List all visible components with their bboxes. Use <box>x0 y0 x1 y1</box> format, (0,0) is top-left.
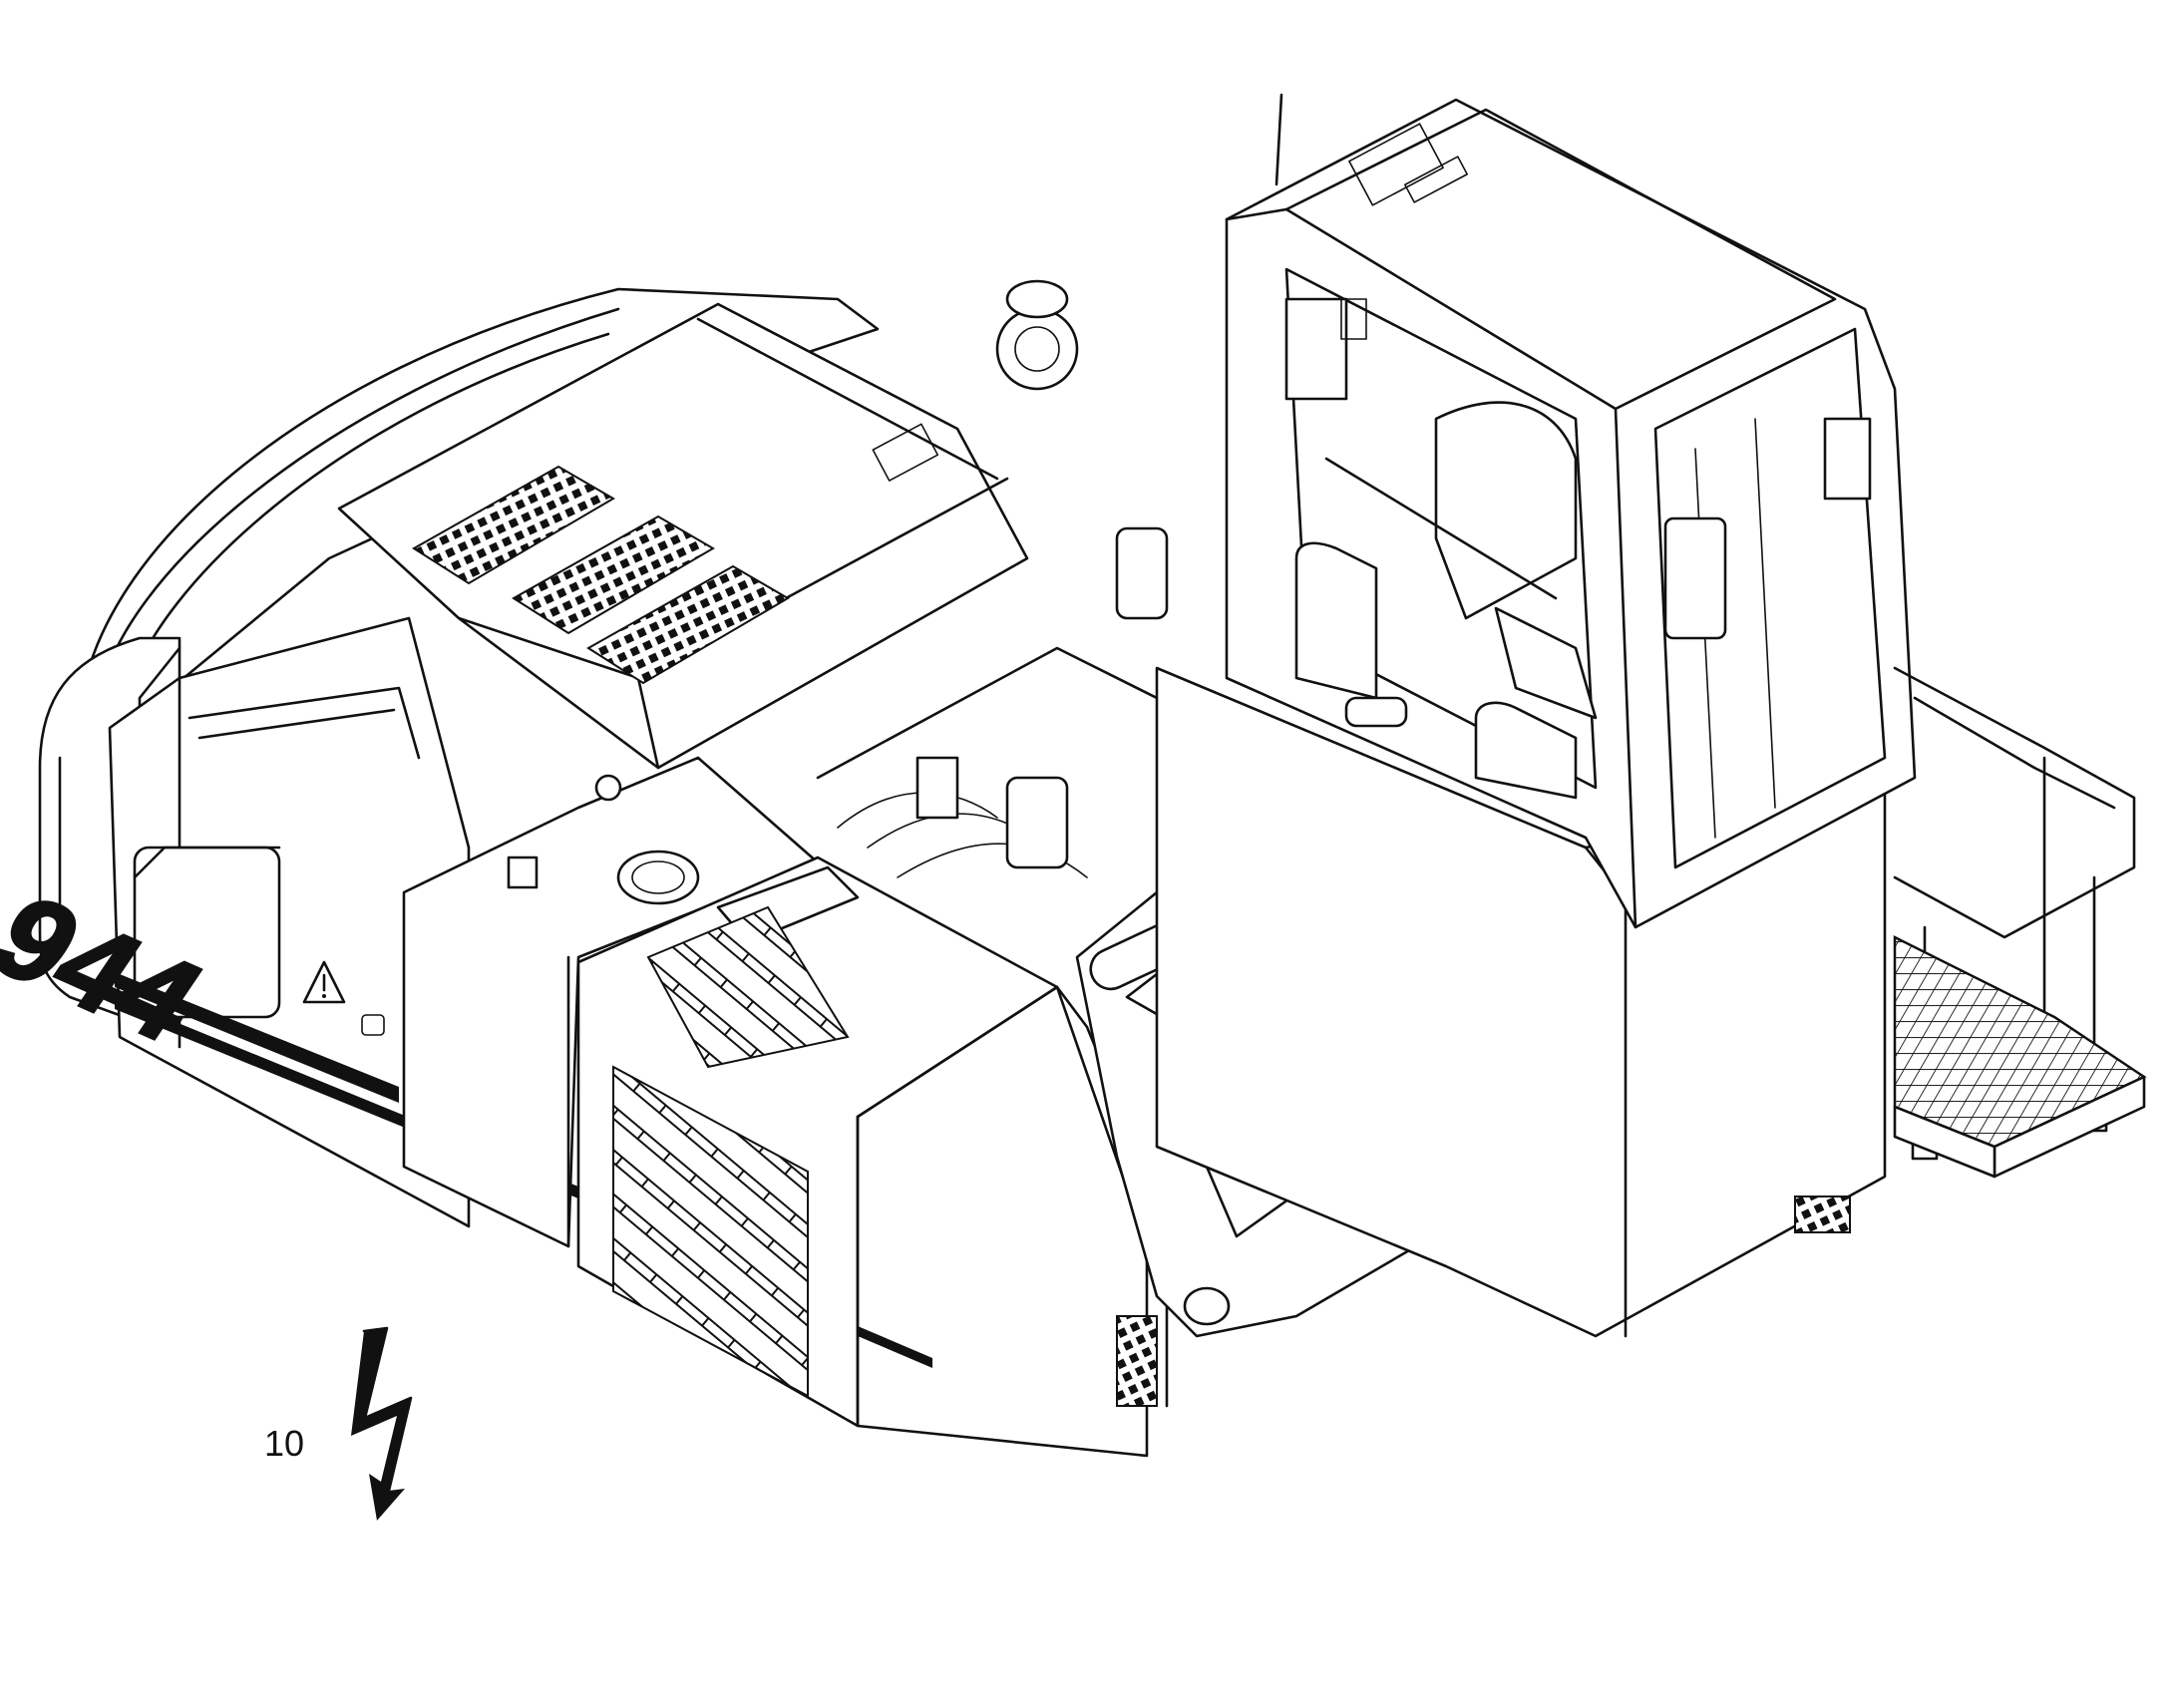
cab-door-window <box>1284 267 1598 800</box>
walkway-grating <box>1893 934 2147 1179</box>
side-service-door <box>108 616 471 1228</box>
hood-ventilation-mesh <box>412 465 790 685</box>
warning-triangle-icon <box>302 960 346 1004</box>
callout-number: 10 <box>264 1423 304 1464</box>
cab-interior <box>1284 297 1872 720</box>
callout-10: 10 <box>264 1423 304 1464</box>
small-badge-icon <box>361 1014 385 1036</box>
engine-compartment <box>816 279 1199 878</box>
electrical-hazard-icon <box>351 1326 413 1521</box>
battery-box-cover <box>576 855 1179 1458</box>
antenna <box>1274 93 1283 186</box>
